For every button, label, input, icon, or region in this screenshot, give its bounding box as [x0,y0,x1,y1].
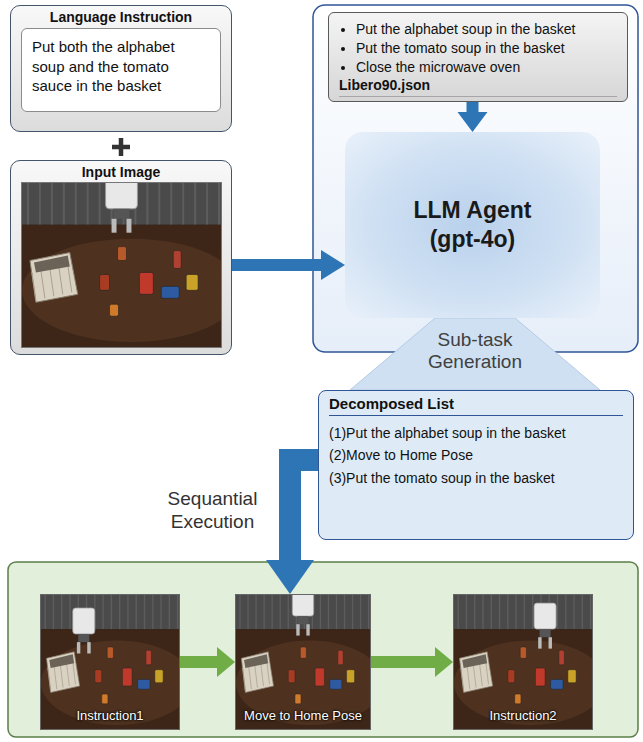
execution-panel [8,562,638,737]
bullet-list: Put the alphabet soup in the basketPut t… [339,20,617,77]
llm-agent-box: LLM Agent (gpt-4o) [345,132,600,318]
panel-heading: Language Instruction [21,9,221,25]
box-heading: Decomposed List [329,395,623,416]
arrow-head [217,647,235,677]
instruction-panel: Language InstructionPut both the alphabe… [10,5,232,132]
frame-caption: Instruction1 [41,708,179,729]
step-annotation: Sequantial Execution [150,488,275,534]
subtask-item: (3)Put the tomato soup in the basket [329,467,623,489]
instruction-text-box: Put both the alphabet soup and the tomat… [21,28,221,112]
flow-arrow [232,250,345,280]
flow-arrow [180,647,235,677]
agent-panel [313,5,638,352]
frame-caption: Instruction2 [454,708,592,729]
flow-arrow [266,460,318,594]
execution-frame: Instruction2 [453,594,593,730]
decomposed-list-box: Decomposed List (1)Put the alphabet soup … [318,390,634,540]
arrow-shaft [371,656,437,668]
subtask-item: (2)Move to Home Pose [329,444,623,466]
arrow-head [321,250,345,280]
task-list-box: Put the alphabet soup in the basketPut t… [328,12,628,102]
execution-frame: Instruction1 [40,594,180,730]
scene-illustration [21,182,222,348]
agent-name: LLM Agent (gpt-4o) [398,196,548,254]
frame-caption: Move to Home Pose [236,708,370,729]
arrow-shaft [290,460,318,562]
arrow-head [435,647,453,677]
arrow-head [458,112,488,132]
box-heading: Libero90.json [339,77,617,97]
arrow-head [266,560,314,594]
subtask-trapezoid: Sub-task Generation [350,318,600,390]
task-item: Close the microwave oven [356,58,617,77]
input-image-panel: Input Image [10,160,232,355]
arrow-shaft [232,259,323,271]
plus-sign [112,138,130,156]
task-item: Put the tomato soup in the basket [356,39,617,58]
flow-arrow [371,647,453,677]
arrow-shaft [180,656,219,668]
panel-heading: Input Image [21,164,221,180]
execution-frame: Move to Home Pose [235,594,371,730]
task-item: Put the alphabet soup in the basket [356,20,617,39]
instruction-text: Put both the alphabet soup and the tomat… [32,37,210,96]
flow-arrow [458,102,488,132]
step-label: Sub-task Generation [417,329,533,374]
subtask-item: (1)Put the alphabet soup in the basket [329,422,623,444]
